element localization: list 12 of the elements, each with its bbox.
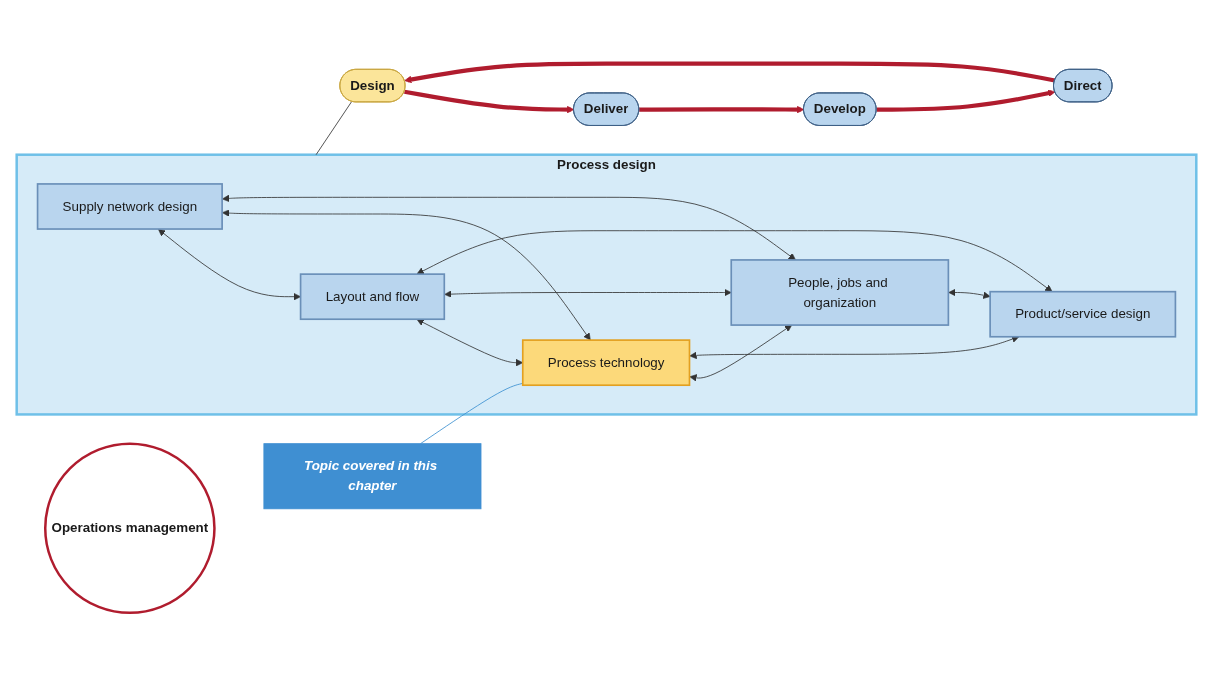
connector <box>315 100 353 155</box>
node-box: Supply network design <box>36 182 223 230</box>
node-box: People, jobs and organization <box>730 258 950 326</box>
node-box: Product/service design <box>989 290 1177 338</box>
arrow <box>404 61 1056 83</box>
arrow <box>876 89 1056 112</box>
node-box: Topic covered in this chapter <box>263 442 482 509</box>
node-box: Process technology <box>521 339 691 386</box>
node-box: Layout and flow <box>299 273 446 320</box>
node-circle: Operations management <box>44 442 216 614</box>
arrow <box>404 89 575 113</box>
arrow <box>639 105 805 113</box>
